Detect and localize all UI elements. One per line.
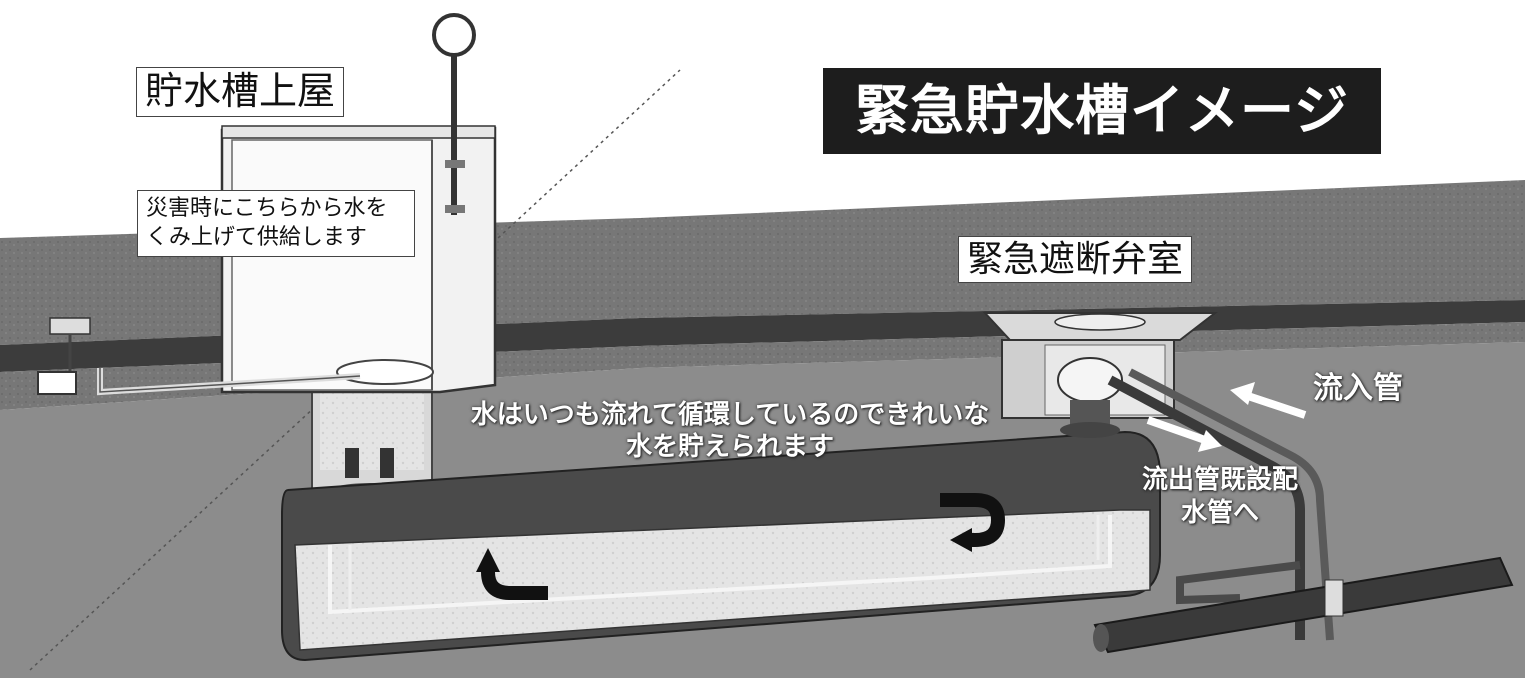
flow-direction-arrow-icon (1146, 416, 1207, 444)
outflow-pipe-label: 流出管既設配水管へ (1141, 465, 1298, 528)
hut-label: 貯水槽上屋 (136, 67, 345, 117)
pump-handle-icon (432, 13, 476, 57)
circulation-note-label: 水はいつも流れて循環しているのできれいな水を貯えられます (470, 400, 990, 462)
diagram-title: 緊急貯水槽イメージ (855, 79, 1349, 142)
flow-direction-arrow-icon (1243, 391, 1307, 419)
circulation-arrow-icon (940, 493, 1006, 547)
tank-interior (294, 509, 1151, 651)
inflow-pipe-label: 流入管 (1313, 371, 1403, 406)
title-banner (823, 68, 1381, 154)
valve-room-label: 緊急遮断弁室 (958, 236, 1193, 284)
faucet-icon (49, 317, 91, 335)
disaster-note-label: 災害時にこちらから水をくみ上げて供給します (137, 190, 415, 258)
circulation-arrow-icon (481, 565, 548, 600)
